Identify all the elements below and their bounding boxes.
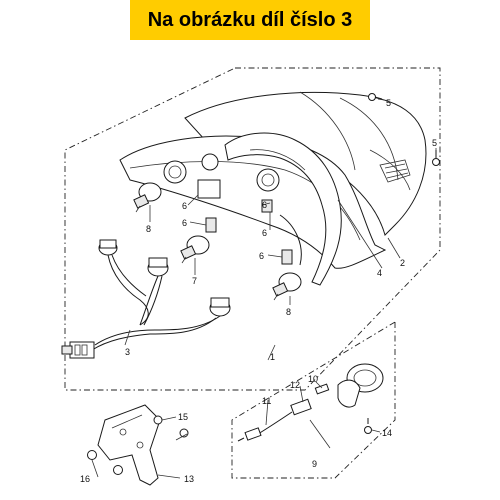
socket-left <box>163 160 187 184</box>
bulb-lower-right <box>272 272 302 301</box>
license-light-socket <box>290 398 312 416</box>
callout-6-b: 6 <box>182 201 187 211</box>
callout-8-upper: 8 <box>146 224 151 234</box>
title-banner: Na obrázku díl číslo 3 <box>130 0 370 40</box>
harness-socket-top <box>98 239 118 256</box>
callout-10: 10 <box>308 374 318 384</box>
screw-top <box>368 93 383 101</box>
license-bracket <box>97 404 161 486</box>
callout-6-e: 6 <box>259 251 264 261</box>
nut-lower <box>113 465 123 475</box>
title-text: Na obrázku díl číslo 3 <box>147 8 353 31</box>
harness-connector <box>61 341 95 359</box>
socket-right <box>256 168 280 192</box>
harness-socket-low <box>209 297 231 317</box>
license-light-lens <box>337 363 384 408</box>
inner-bracket <box>224 132 342 286</box>
bolt-upper <box>153 415 163 425</box>
screw-right <box>432 150 440 166</box>
callout-9: 9 <box>312 459 317 469</box>
callout-6-a: 6 <box>182 218 187 228</box>
callout-5-right: 5 <box>432 138 437 148</box>
bulb-middle <box>180 235 210 264</box>
clip-b <box>281 249 293 265</box>
license-light-screw <box>364 418 372 434</box>
callout-13: 13 <box>184 474 194 484</box>
callout-11: 11 <box>262 396 271 406</box>
callout-5-top: 5 <box>386 98 391 108</box>
leader-lines <box>91 98 437 479</box>
clip-a <box>205 217 217 233</box>
callout-16: 16 <box>80 474 90 484</box>
callout-7: 7 <box>192 276 197 286</box>
callout-15: 15 <box>178 412 188 422</box>
bulb-upper-left <box>133 182 162 213</box>
callout-6-d: 6 <box>262 228 267 238</box>
callout-1: 1 <box>270 352 275 362</box>
nut-upper <box>87 450 97 460</box>
socket-center <box>197 153 221 199</box>
callout-14: 14 <box>382 428 392 438</box>
callout-6-c: 6 <box>262 200 267 210</box>
lower-assembly-frame <box>231 321 396 479</box>
clip-c <box>261 199 273 213</box>
callout-12: 12 <box>290 380 300 390</box>
wiring-harness <box>61 239 231 359</box>
callout-4: 4 <box>377 268 382 278</box>
license-light-bulb <box>314 383 330 395</box>
callout-2: 2 <box>400 258 405 268</box>
callout-8-lower: 8 <box>286 307 291 317</box>
harness-socket-mid <box>147 257 169 277</box>
upper-assembly-frame <box>64 67 441 391</box>
callout-3: 3 <box>125 347 130 357</box>
license-light-wire <box>237 411 293 442</box>
